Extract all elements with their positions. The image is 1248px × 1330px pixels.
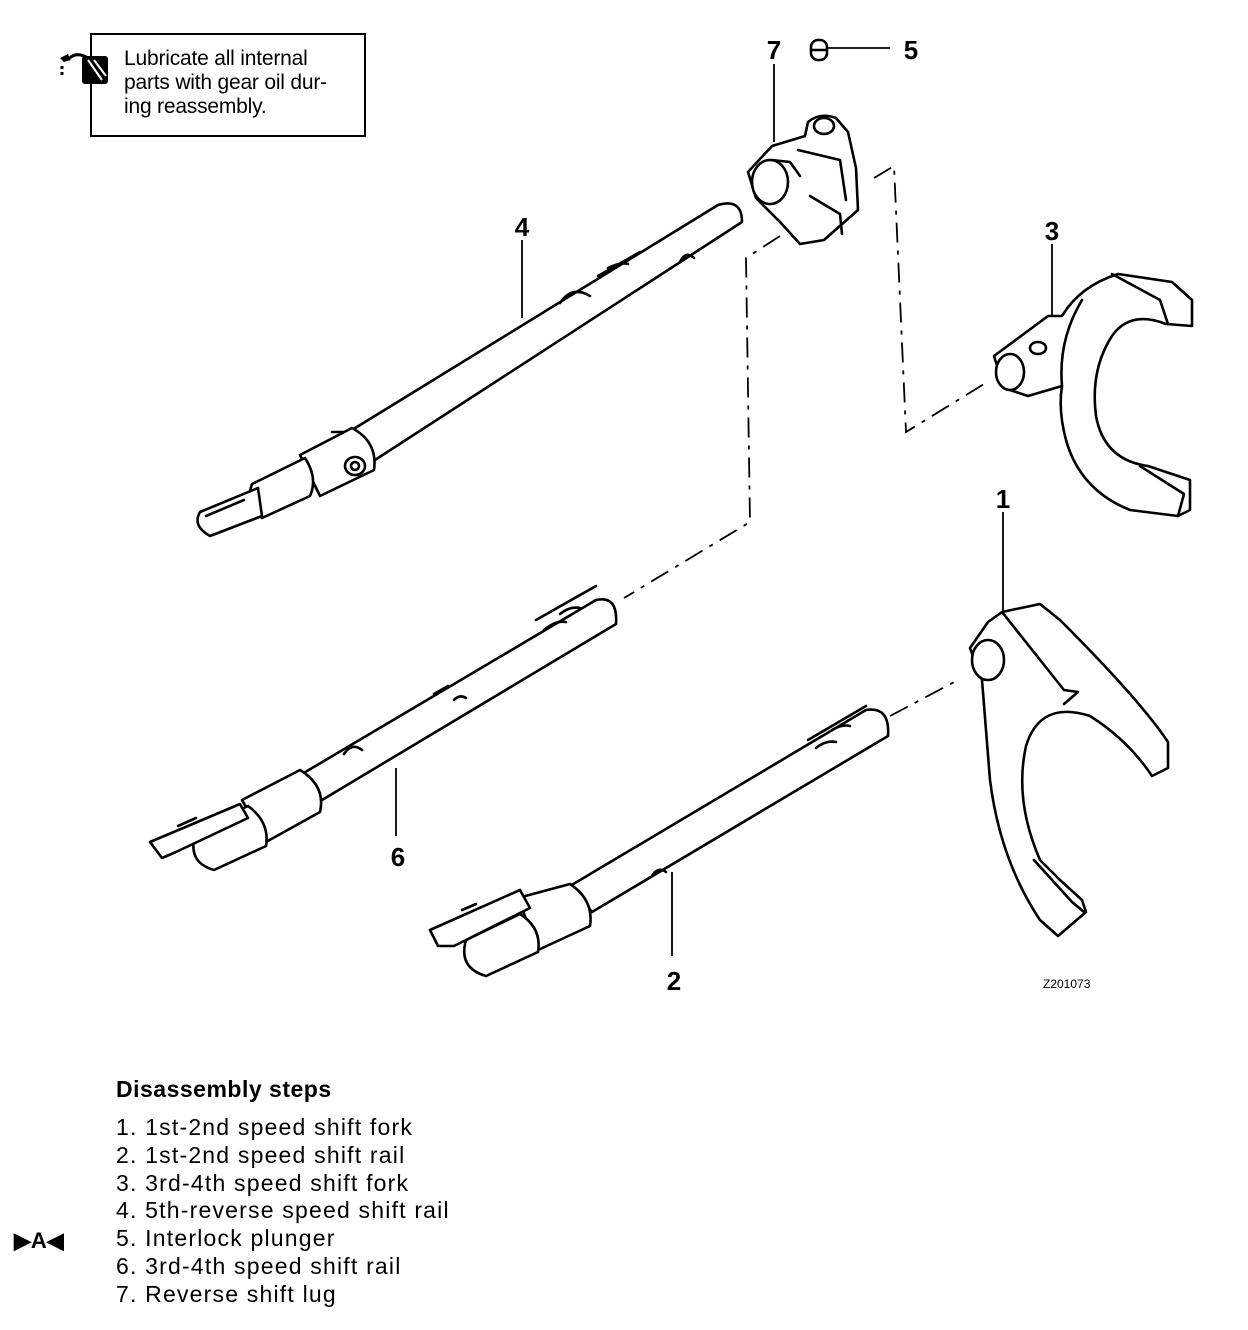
- step-5-marker: ▶A◀: [14, 1228, 64, 1253]
- part-5-interlock-plunger: [809, 38, 829, 62]
- assembly-line-rail-2-to-fork-1: [889, 679, 959, 717]
- lubrication-note-box: [90, 33, 366, 137]
- rail-6-3rd-4th: [148, 584, 618, 872]
- step-item: 4. 5th-reverse speed shift rail: [116, 1197, 450, 1224]
- oil-can-icon: [60, 53, 108, 84]
- step-item: 2. 1st-2nd speed shift rail: [116, 1141, 406, 1168]
- callout-7: 7: [767, 35, 781, 65]
- callout-6: 6: [391, 842, 405, 872]
- rail-2-1st-2nd: [428, 704, 890, 978]
- step-item: 6. 3rd-4th speed shift rail: [116, 1252, 402, 1279]
- shift-rail-exploded-diagram: 1 2 3 4 5 6 7 Z201073: [148, 35, 1194, 996]
- callout-1: 1: [996, 484, 1010, 514]
- callout-2: 2: [667, 966, 681, 996]
- steps-list: 1. 1st-2nd speed shift fork 2. 1st-2nd s…: [116, 1114, 450, 1309]
- lubrication-note-text: Lubricate all internal parts with gear o…: [124, 47, 327, 118]
- assembly-line-lug-to-fork-3: [873, 164, 985, 434]
- step-item: 7. Reverse shift lug: [116, 1280, 337, 1307]
- assembly-line-lug-to-rail-6: [623, 235, 781, 599]
- step-item: 5. Interlock plunger: [116, 1225, 336, 1252]
- callout-5: 5: [904, 35, 918, 65]
- part-3-fork-3rd-4th: [992, 272, 1194, 518]
- step-item: 3. 3rd-4th speed shift fork: [116, 1169, 410, 1196]
- callout-3: 3: [1045, 216, 1059, 246]
- step-item: 1. 1st-2nd speed shift fork: [116, 1114, 414, 1140]
- part-7-reverse-shift-lug: [746, 114, 860, 246]
- figure-code: Z201073: [1043, 977, 1091, 991]
- steps-title: Disassembly steps: [116, 1076, 332, 1102]
- callout-4: 4: [515, 212, 530, 242]
- part-1-fork-1st-2nd: [968, 602, 1170, 938]
- rail-4-5th-reverse: [196, 202, 744, 538]
